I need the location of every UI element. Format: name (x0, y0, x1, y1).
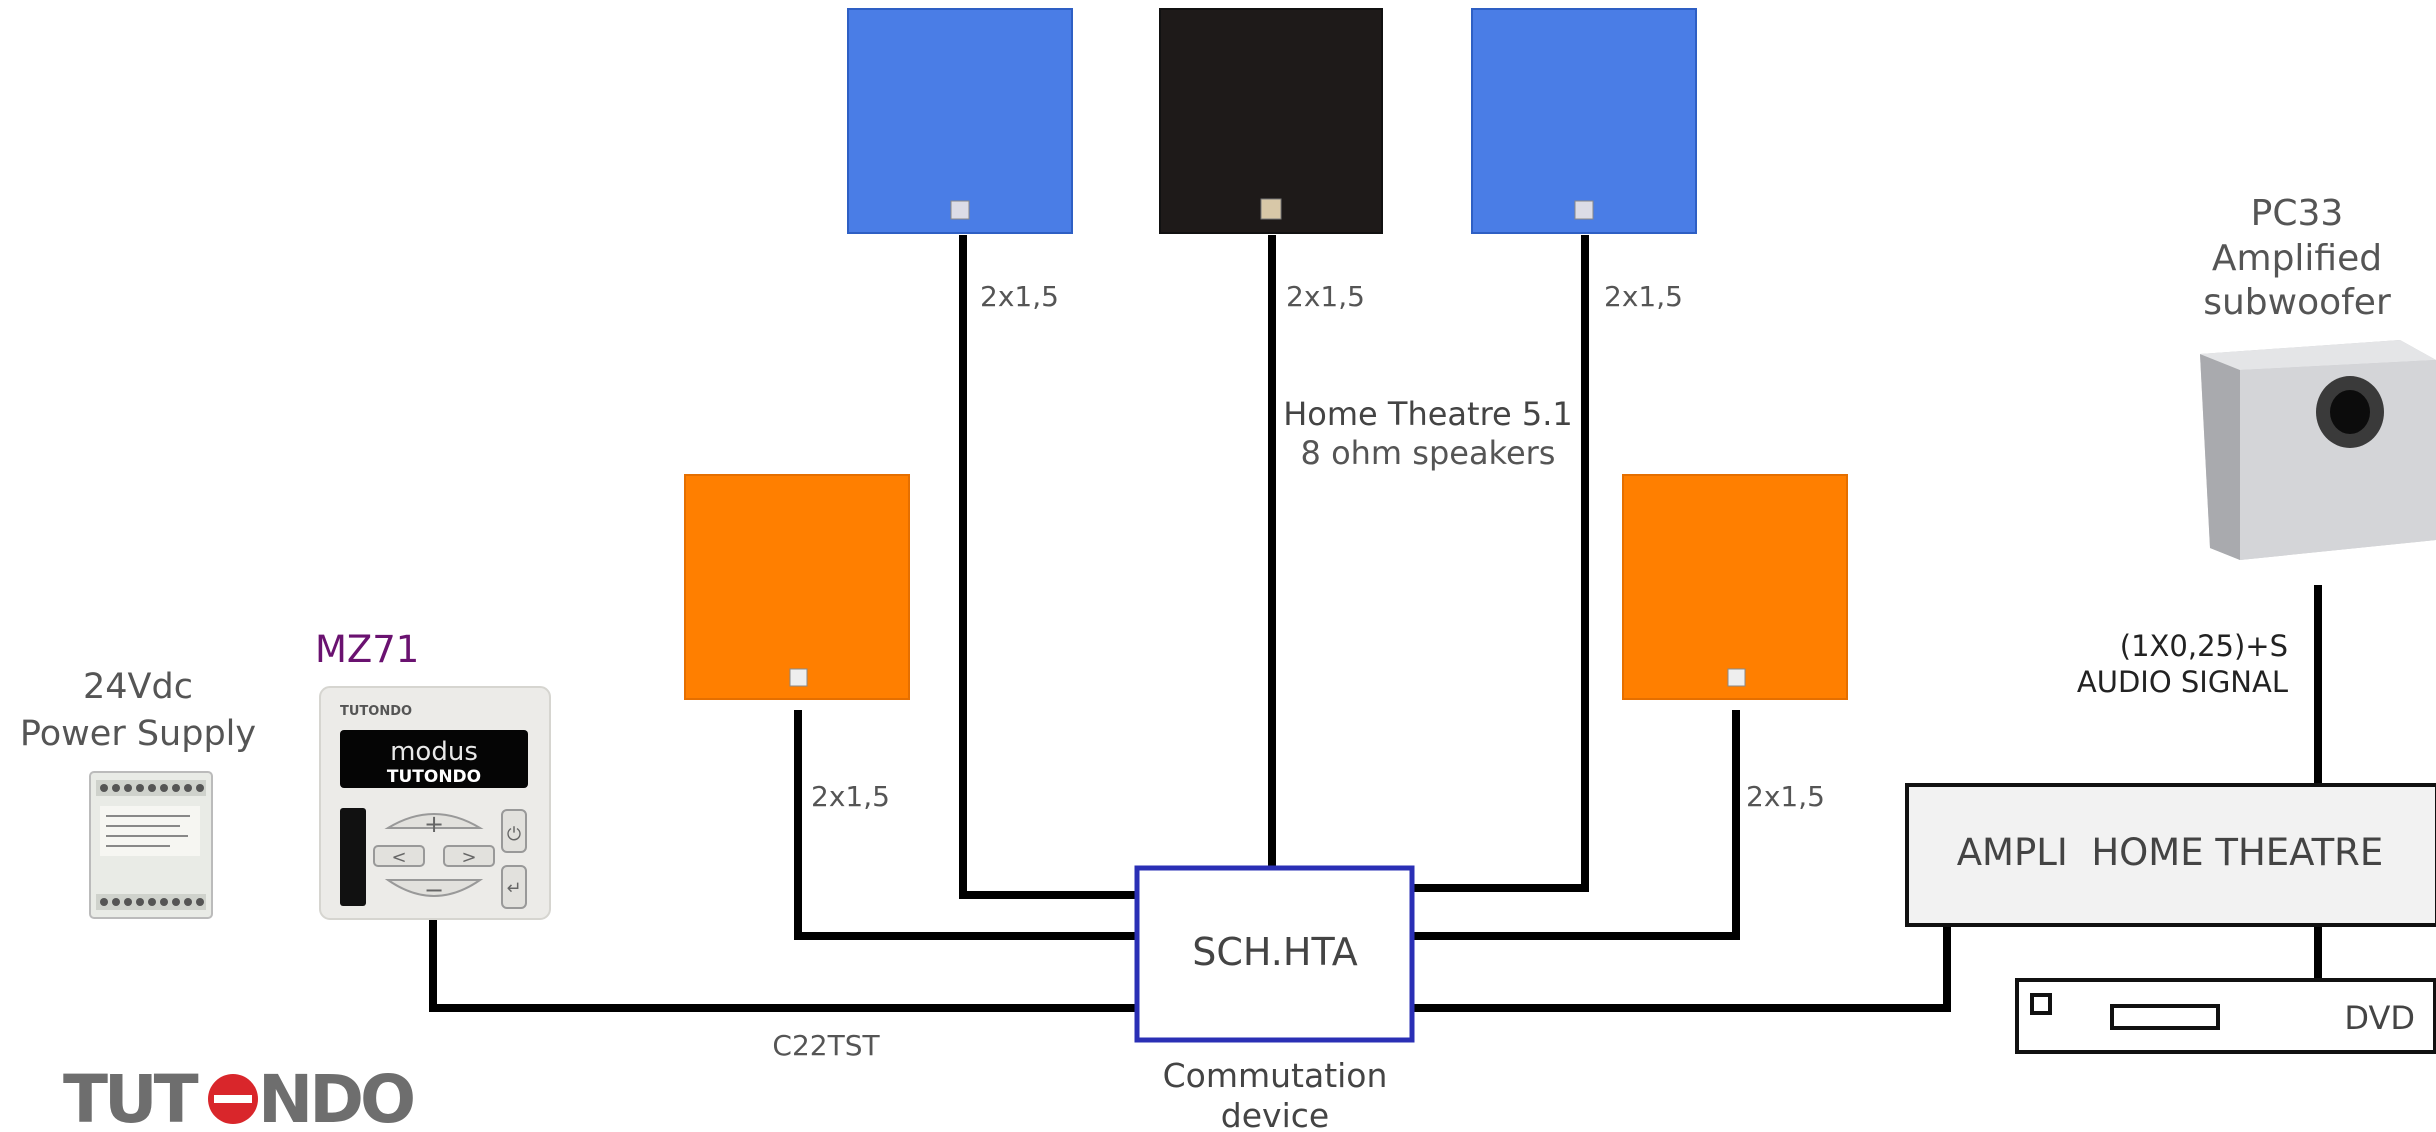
subwoofer-line2: subwoofer (2203, 282, 2391, 323)
wire-front-left (959, 235, 1137, 899)
switch-caption-line1: Commutation (1163, 1056, 1388, 1095)
power-supply-image (89, 771, 213, 919)
dvd-tray-icon (2110, 1004, 2220, 1030)
keypad-power-button (501, 809, 527, 853)
wire-label-front-right: 2x1,5 (1604, 280, 1683, 313)
wire-label-center: 2x1,5 (1286, 280, 1365, 313)
tweeter-icon (789, 668, 808, 687)
wire-label-rear-left: 2x1,5 (811, 780, 890, 813)
speaker-center (1159, 8, 1383, 234)
keypad-model: MZ71 (315, 628, 419, 671)
tweeter-icon (1260, 198, 1282, 220)
system-subtitle: 8 ohm speakers (1301, 434, 1556, 472)
wire-to-amplifier (1414, 925, 1951, 1012)
plus-icon: + (424, 810, 444, 838)
power-icon: ⏻ (507, 824, 521, 845)
power-supply-line2: Power Supply (20, 714, 256, 754)
keypad-brand: TUTONDO (340, 704, 412, 719)
logo-text-right: NDO (258, 1061, 413, 1132)
keypad-right-button (443, 845, 495, 867)
keypad-slot (340, 808, 366, 906)
amplifier-box (1905, 783, 2436, 927)
tweeter-icon (1727, 668, 1746, 687)
keypad-image: TUTONDO modus TUTONDO + < > − ⏻ ↵ (319, 686, 551, 920)
audio-signal-cable: (1X0,25)+S (2120, 629, 2288, 663)
keypad-plus-button (384, 813, 484, 829)
tweeter-icon (1574, 200, 1594, 220)
switch-caption-line2: device (1221, 1096, 1329, 1132)
wire-front-right (1414, 235, 1589, 892)
speaker-rear-right (1622, 474, 1848, 700)
wire-rear-left (794, 710, 1137, 940)
speaker-front-left (847, 8, 1073, 234)
speaker-front-right (1471, 8, 1697, 234)
chevron-left-icon: < (391, 847, 406, 868)
chevron-right-icon: > (461, 847, 476, 868)
subwoofer-line1: Amplified (2212, 238, 2382, 279)
keypad-minus-button (384, 879, 484, 897)
tweeter-icon (950, 200, 970, 220)
wires (429, 235, 2322, 1012)
dvd-label: DVD (2344, 999, 2415, 1037)
keypad-screen (340, 730, 528, 788)
audio-signal-label: AUDIO SIGNAL (2077, 665, 2288, 699)
keypad-screen-line1: modus (390, 737, 478, 767)
logo-text-left: TUT (63, 1061, 199, 1132)
wire-label-front-left: 2x1,5 (980, 280, 1059, 313)
dvd-power-icon (2030, 993, 2052, 1015)
keypad-enter-button (501, 865, 527, 909)
keypad-left-button (373, 845, 425, 867)
wire-label-rear-right: 2x1,5 (1746, 780, 1825, 813)
dvd-box (2015, 978, 2436, 1054)
switch-label: SCH.HTA (1192, 930, 1357, 974)
wire-rear-right (1414, 710, 1740, 940)
speaker-rear-left (684, 474, 910, 700)
subwoofer-model: PC33 (2251, 193, 2344, 234)
bus-cable-label: C22TST (772, 1029, 880, 1062)
system-title: Home Theatre 5.1 (1283, 395, 1573, 433)
amplifier-label: AMPLI HOME THEATRE (1957, 831, 2384, 874)
subwoofer-image (2200, 340, 2436, 560)
minus-icon: − (424, 876, 444, 904)
enter-icon: ↵ (506, 878, 521, 899)
tutondo-logo: TUT NDO (63, 1061, 417, 1132)
power-supply-line1: 24Vdc (83, 667, 193, 707)
wire-bus-c22tst (429, 920, 1137, 1012)
switch-box (1134, 865, 1415, 1043)
keypad-screen-line2: TUTONDO (387, 767, 481, 787)
